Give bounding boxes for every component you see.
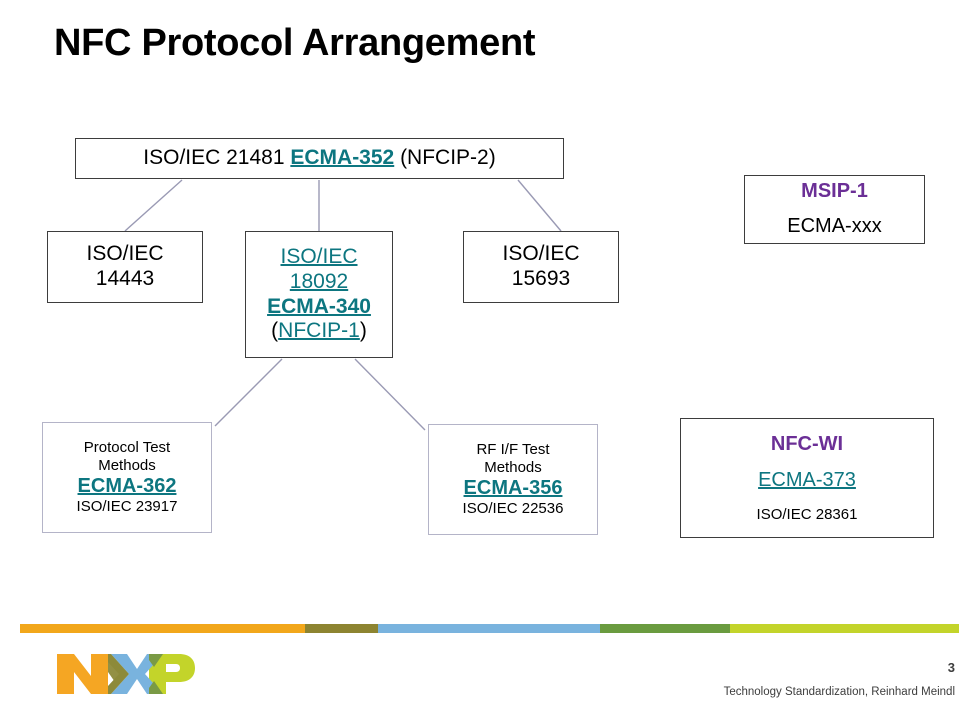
nfc-wi-ecma-373-line-1: NFC-WI — [771, 433, 843, 457]
iso-18092-ecma-340-line-4: (NFCIP-1) — [271, 319, 367, 344]
bar-segment-olive — [305, 624, 378, 633]
bar-segment-orange — [20, 624, 305, 633]
standard-text: Methods — [98, 456, 156, 474]
standard-link[interactable]: NFCIP-1 — [278, 319, 360, 343]
nfc-wi-ecma-373-line-3: ISO/IEC 28361 — [757, 506, 858, 524]
nxp-logo — [57, 654, 195, 694]
standard-text: 14443 — [95, 267, 155, 290]
iso-18092-ecma-340-line-1: ISO/IEC — [280, 245, 357, 270]
standard-text: ISO/IEC — [86, 242, 164, 266]
rf-if-test-methods-line-1: RF I/F Test — [476, 441, 549, 459]
iso-14443-line-1: ISO/IEC — [86, 242, 163, 267]
standard-link[interactable]: ECMA-340 — [267, 294, 371, 318]
box-iso-21481-ecma-352[interactable]: ISO/IEC 21481 ECMA-352 (NFCIP-2) — [75, 138, 564, 179]
standard-link[interactable]: 18092 — [289, 269, 349, 293]
protocol-test-methods-line-1: Protocol Test — [84, 439, 170, 457]
protocol-test-methods-line-3: ECMA-362 — [78, 475, 177, 499]
standard-link[interactable]: ECMA-373 — [758, 469, 856, 492]
rf-if-test-methods-line-2: Methods — [484, 459, 542, 477]
standard-text: NFC-WI — [770, 432, 844, 455]
standard-text: ( — [271, 319, 279, 343]
iso-18092-ecma-340-line-2: 18092 — [290, 270, 348, 295]
standard-text: (NFCIP-2) — [394, 146, 496, 170]
standard-text: 15693 — [511, 267, 571, 290]
bar-segment-lime — [730, 624, 959, 633]
standard-link[interactable]: ECMA-356 — [463, 476, 563, 499]
bar-segment-green — [600, 624, 730, 633]
bar-segment-blue — [378, 624, 600, 633]
standard-link[interactable]: ECMA-352 — [290, 146, 395, 170]
standard-text: MSIP-1 — [801, 180, 868, 203]
standard-text: ISO/IEC — [502, 242, 580, 266]
standard-text: ISO/IEC 21481 — [143, 146, 291, 170]
standard-text: RF I/F Test — [476, 441, 550, 459]
protocol-test-methods-line-4: ISO/IEC 23917 — [77, 498, 178, 516]
page-number: 3 — [947, 660, 955, 675]
iso-21481-ecma-352-line-1: ISO/IEC 21481 ECMA-352 (NFCIP-2) — [143, 146, 495, 171]
standard-text: ) — [359, 319, 367, 343]
footer-credit: Technology Standardization, Reinhard Mei… — [723, 686, 955, 698]
rf-if-test-methods-line-4: ISO/IEC 22536 — [463, 500, 564, 518]
msip-1-ecma-xxx-line-2: ECMA-xxx — [787, 215, 881, 239]
standard-text: ISO/IEC 23917 — [76, 498, 178, 516]
standard-text: ISO/IEC 22536 — [462, 500, 564, 518]
iso-15693-line-2: 15693 — [512, 267, 570, 292]
standard-text: ISO/IEC 28361 — [756, 505, 858, 523]
standard-link[interactable]: ECMA-362 — [77, 474, 177, 497]
standard-text: Methods — [484, 458, 542, 476]
standard-text: Protocol Test — [83, 439, 171, 457]
iso-15693-line-1: ISO/IEC — [502, 242, 579, 267]
iso-18092-ecma-340-line-3: ECMA-340 — [267, 295, 371, 320]
nfc-wi-ecma-373-line-2: ECMA-373 — [758, 469, 856, 493]
footer-color-bar — [20, 624, 959, 633]
protocol-test-methods-line-2: Methods — [98, 457, 156, 475]
rf-if-test-methods-line-3: ECMA-356 — [464, 477, 563, 501]
iso-14443-line-2: 14443 — [96, 267, 154, 292]
msip-1-ecma-xxx-line-1: MSIP-1 — [801, 180, 868, 204]
page-title: NFC Protocol Arrangement — [54, 22, 536, 64]
standard-text: ECMA-xxx — [787, 215, 882, 237]
standard-link[interactable]: ISO/IEC — [280, 244, 358, 268]
